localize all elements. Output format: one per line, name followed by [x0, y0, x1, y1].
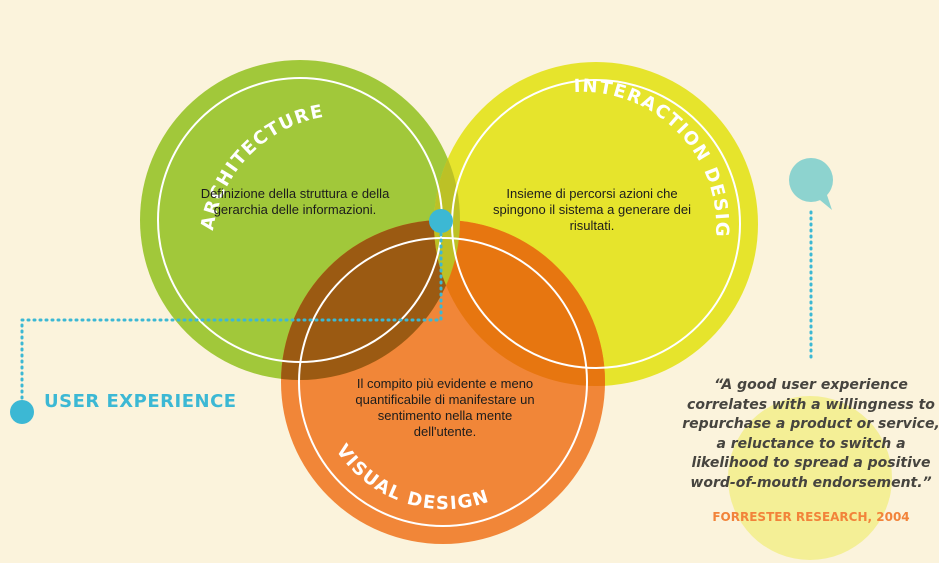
visual-design-inner-ring: [298, 237, 588, 527]
speech-bubble-icon: [789, 158, 833, 210]
visual-design-description: Il compito più evidente e meno quantific…: [355, 376, 535, 439]
interaction-description: Insieme di percorsi azioni che spingono …: [492, 186, 691, 233]
architecture-description: Definizione della struttura e della gera…: [200, 186, 390, 217]
user-experience-label: USER EXPERIENCE: [44, 391, 237, 412]
quote-source: FORRESTER RESEARCH, 2004: [712, 510, 910, 524]
quote-text: “A good user experience correlates with …: [682, 377, 939, 491]
ux-end-dot: [10, 400, 34, 424]
ux-center-dot: [429, 209, 453, 233]
quote-background-circle: [728, 396, 892, 560]
overlap-arch-visual: [281, 220, 460, 380]
ux-connector-line: [20, 220, 443, 407]
